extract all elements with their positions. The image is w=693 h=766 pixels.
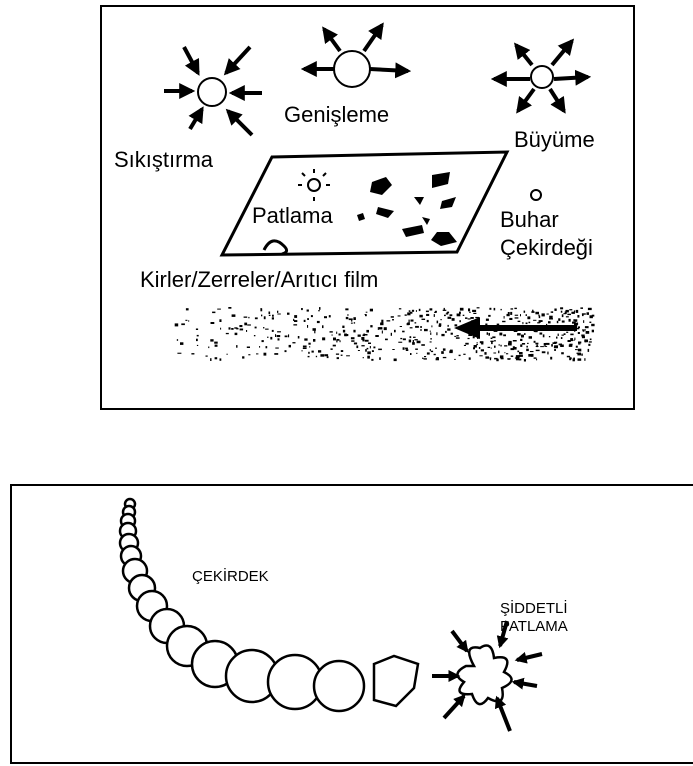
bubble-growth-collapse-panel: ÇEKİRDEK ŞİDDETLİ PATLAMA: [10, 484, 693, 764]
bubble-growth-drawing: ÇEKİRDEK ŞİDDETLİ PATLAMA: [12, 486, 693, 766]
violent-collapse-label-line2: PATLAMA: [500, 618, 568, 635]
compression-bubble-icon: [164, 47, 262, 135]
cavitation-stages-drawing: Sıkıştırma Genişleme Büyüme: [102, 7, 637, 412]
contaminant-particles-icon: [357, 172, 457, 246]
vapor-label-line2: Çekirdeği: [500, 235, 593, 260]
contaminants-label: Kirler/Zerreler/Arıtıcı film: [140, 267, 378, 292]
violent-collapse-icon: [432, 621, 542, 731]
expansion-bubble-icon: [304, 25, 408, 87]
compression-label: Sıkıştırma: [114, 147, 214, 172]
burst-icon: [298, 169, 330, 201]
vapor-nucleus-icon: [531, 190, 541, 200]
cavitation-stages-panel: Sıkıştırma Genişleme Büyüme: [100, 5, 635, 410]
flow-noise-band: [175, 307, 595, 362]
growth-bubble-icon: [494, 41, 588, 111]
collapsed-bubble-icon: [264, 241, 287, 254]
vapor-label-line1: Buhar: [500, 207, 559, 232]
growing-bubbles-chain: [120, 499, 418, 711]
expansion-label: Genişleme: [284, 102, 389, 127]
violent-collapse-label-line1: ŞİDDETLİ: [500, 599, 568, 617]
burst-label: Patlama: [252, 203, 333, 228]
nucleus-label: ÇEKİRDEK: [192, 567, 269, 585]
growth-label: Büyüme: [514, 127, 595, 152]
